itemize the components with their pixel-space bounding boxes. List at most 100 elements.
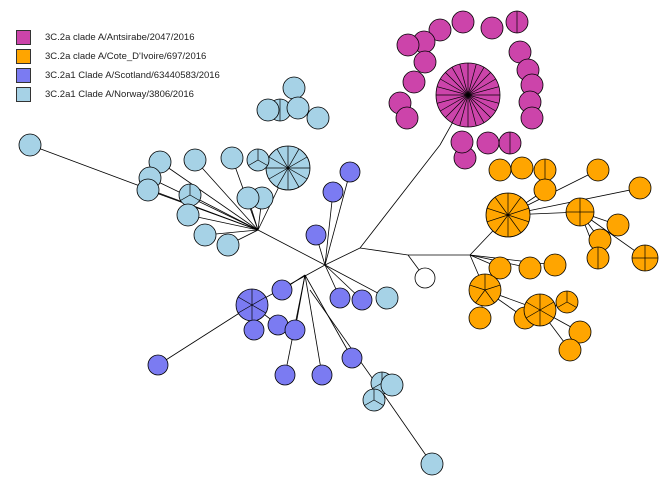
node-segment [440, 78, 469, 96]
network-edge [359, 247, 409, 256]
haplotype-node [136, 178, 160, 202]
network-edge [324, 247, 361, 266]
node-segment [364, 399, 375, 406]
haplotype-node [183, 148, 207, 172]
legend-item-cote-divoire: 3C.2a clade A/Cote_D'Ivoire/697/2016 [16, 47, 220, 66]
legend-item-antsirabe: 3C.2a clade A/Antsirabe/2047/2016 [16, 28, 220, 47]
haplotype-node [305, 224, 327, 246]
haplotype-node [322, 181, 344, 203]
node-segment [276, 148, 289, 169]
network-edge [189, 194, 259, 231]
haplotype-node [286, 96, 310, 120]
network-edge [187, 214, 259, 231]
node-segment [436, 94, 469, 104]
legend-swatch [16, 68, 31, 83]
haplotype-node [480, 16, 504, 40]
haplotype-node [329, 287, 351, 309]
haplotype-node [510, 156, 534, 180]
haplotype-node [216, 233, 240, 257]
network-edge [381, 391, 433, 465]
haplotype-node [488, 256, 512, 280]
network-edge [257, 229, 326, 266]
legend-swatch [16, 30, 31, 45]
network-edge [469, 254, 556, 266]
node-segment [507, 196, 522, 216]
haplotype-node [488, 158, 512, 182]
node-segment [467, 67, 485, 96]
node-segment [467, 94, 485, 123]
node-segment [180, 194, 191, 201]
haplotype-node [341, 347, 363, 369]
node-segment [507, 207, 530, 216]
haplotype-node [396, 33, 420, 57]
haplotype-node [243, 319, 265, 341]
haplotype-node [193, 223, 217, 247]
node-segment [484, 289, 495, 304]
network-edge [149, 177, 259, 231]
network-edge [147, 189, 259, 231]
node-segment [484, 284, 501, 291]
haplotype-node [306, 106, 330, 130]
node-segment [268, 167, 289, 180]
haplotype-node [428, 18, 452, 42]
haplotype-node [568, 320, 592, 344]
haplotype-node [533, 178, 557, 202]
haplotype-node [351, 289, 373, 311]
haplotype-node [518, 256, 542, 280]
network-edge [324, 191, 334, 266]
haplotype-node [271, 279, 293, 301]
node-segment [451, 94, 469, 123]
node-segment [467, 86, 500, 96]
haplotype-node [395, 106, 419, 130]
node-segment [469, 284, 486, 291]
node-segment [486, 214, 509, 223]
haplotype-node [451, 10, 475, 34]
haplotype-node [420, 452, 444, 476]
node-segment [467, 94, 496, 112]
node-segment [373, 399, 384, 406]
haplotype-node [520, 106, 544, 130]
node-segment [494, 214, 509, 234]
haplotype-node [606, 213, 630, 237]
node-segment [467, 94, 491, 118]
haplotype-node [339, 161, 361, 183]
node-segment [251, 296, 267, 306]
node-segment [525, 301, 541, 311]
node-segment [189, 194, 200, 201]
legend-swatch [16, 49, 31, 64]
haplotype-node [450, 130, 474, 154]
legend-item-norway: 3C.2a1 Clade A/Norway/3806/2016 [16, 85, 220, 104]
network-edge [324, 264, 388, 299]
haplotype-node [311, 364, 333, 386]
haplotype-node [256, 98, 280, 122]
legend-item-scotland: 3C.2a1 Clade A/Scotland/63440583/2016 [16, 66, 220, 85]
node-segment [440, 94, 469, 112]
node-segment [287, 148, 300, 169]
node-segment [451, 67, 469, 96]
node-segment [507, 214, 522, 234]
node-segment [486, 207, 509, 216]
node-segment [566, 301, 577, 308]
haplotype-node [176, 203, 200, 227]
node-segment [539, 309, 555, 319]
node-segment [467, 63, 477, 96]
node-segment [494, 196, 509, 216]
haplotype-node [220, 146, 244, 170]
network-edge [304, 274, 323, 376]
haplotype-node [147, 354, 169, 376]
haplotype-node [586, 158, 610, 182]
haplotype-node [413, 50, 437, 74]
node-segment [436, 86, 469, 96]
node-segment [237, 296, 253, 306]
legend-label: 3C.2a clade A/Antsirabe/2047/2016 [45, 32, 195, 43]
haplotype-node [236, 186, 260, 210]
legend-label: 3C.2a clade A/Cote_D'Ivoire/697/2016 [45, 51, 207, 62]
node-segment [475, 289, 486, 304]
node-segment [287, 167, 308, 180]
haplotype-node [375, 286, 399, 310]
node-segment [459, 94, 469, 127]
node-segment [248, 159, 259, 166]
network-edge [159, 161, 259, 231]
